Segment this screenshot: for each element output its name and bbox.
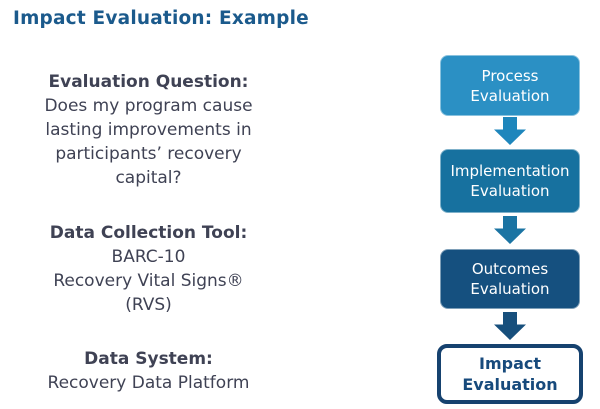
down-arrow-icon [492, 312, 528, 340]
data-system-body: Recovery Data Platform [47, 373, 250, 393]
data-system-heading: Data System: [84, 349, 213, 369]
section-data-collection-tool: Data Collection Tool: BARC-10 Recovery V… [5, 221, 292, 317]
down-arrow-icon [492, 117, 528, 145]
evaluation-question-body: Does my program cause lasting improvemen… [44, 96, 253, 188]
page-title: Impact Evaluation: Example [13, 8, 309, 29]
data-collection-tool-heading: Data Collection Tool: [49, 223, 248, 243]
flow-step-impact-evaluation: Impact Evaluation [437, 344, 583, 404]
evaluation-question-heading: Evaluation Question: [48, 72, 249, 92]
section-data-system: Data System: Recovery Data Platform [5, 347, 292, 395]
section-evaluation-question: Evaluation Question: Does my program cau… [5, 70, 292, 190]
flow-step-outcomes-evaluation: Outcomes Evaluation [440, 249, 580, 309]
flow-step-process-evaluation: Process Evaluation [440, 55, 580, 116]
flow-step-implementation-evaluation: Implementation Evaluation [440, 149, 580, 213]
down-arrow-icon [492, 216, 528, 244]
data-collection-tool-body: BARC-10 Recovery Vital Signs® (RVS) [53, 247, 244, 315]
evaluation-flow-diagram: Process Evaluation Implementation Evalua… [437, 0, 583, 409]
